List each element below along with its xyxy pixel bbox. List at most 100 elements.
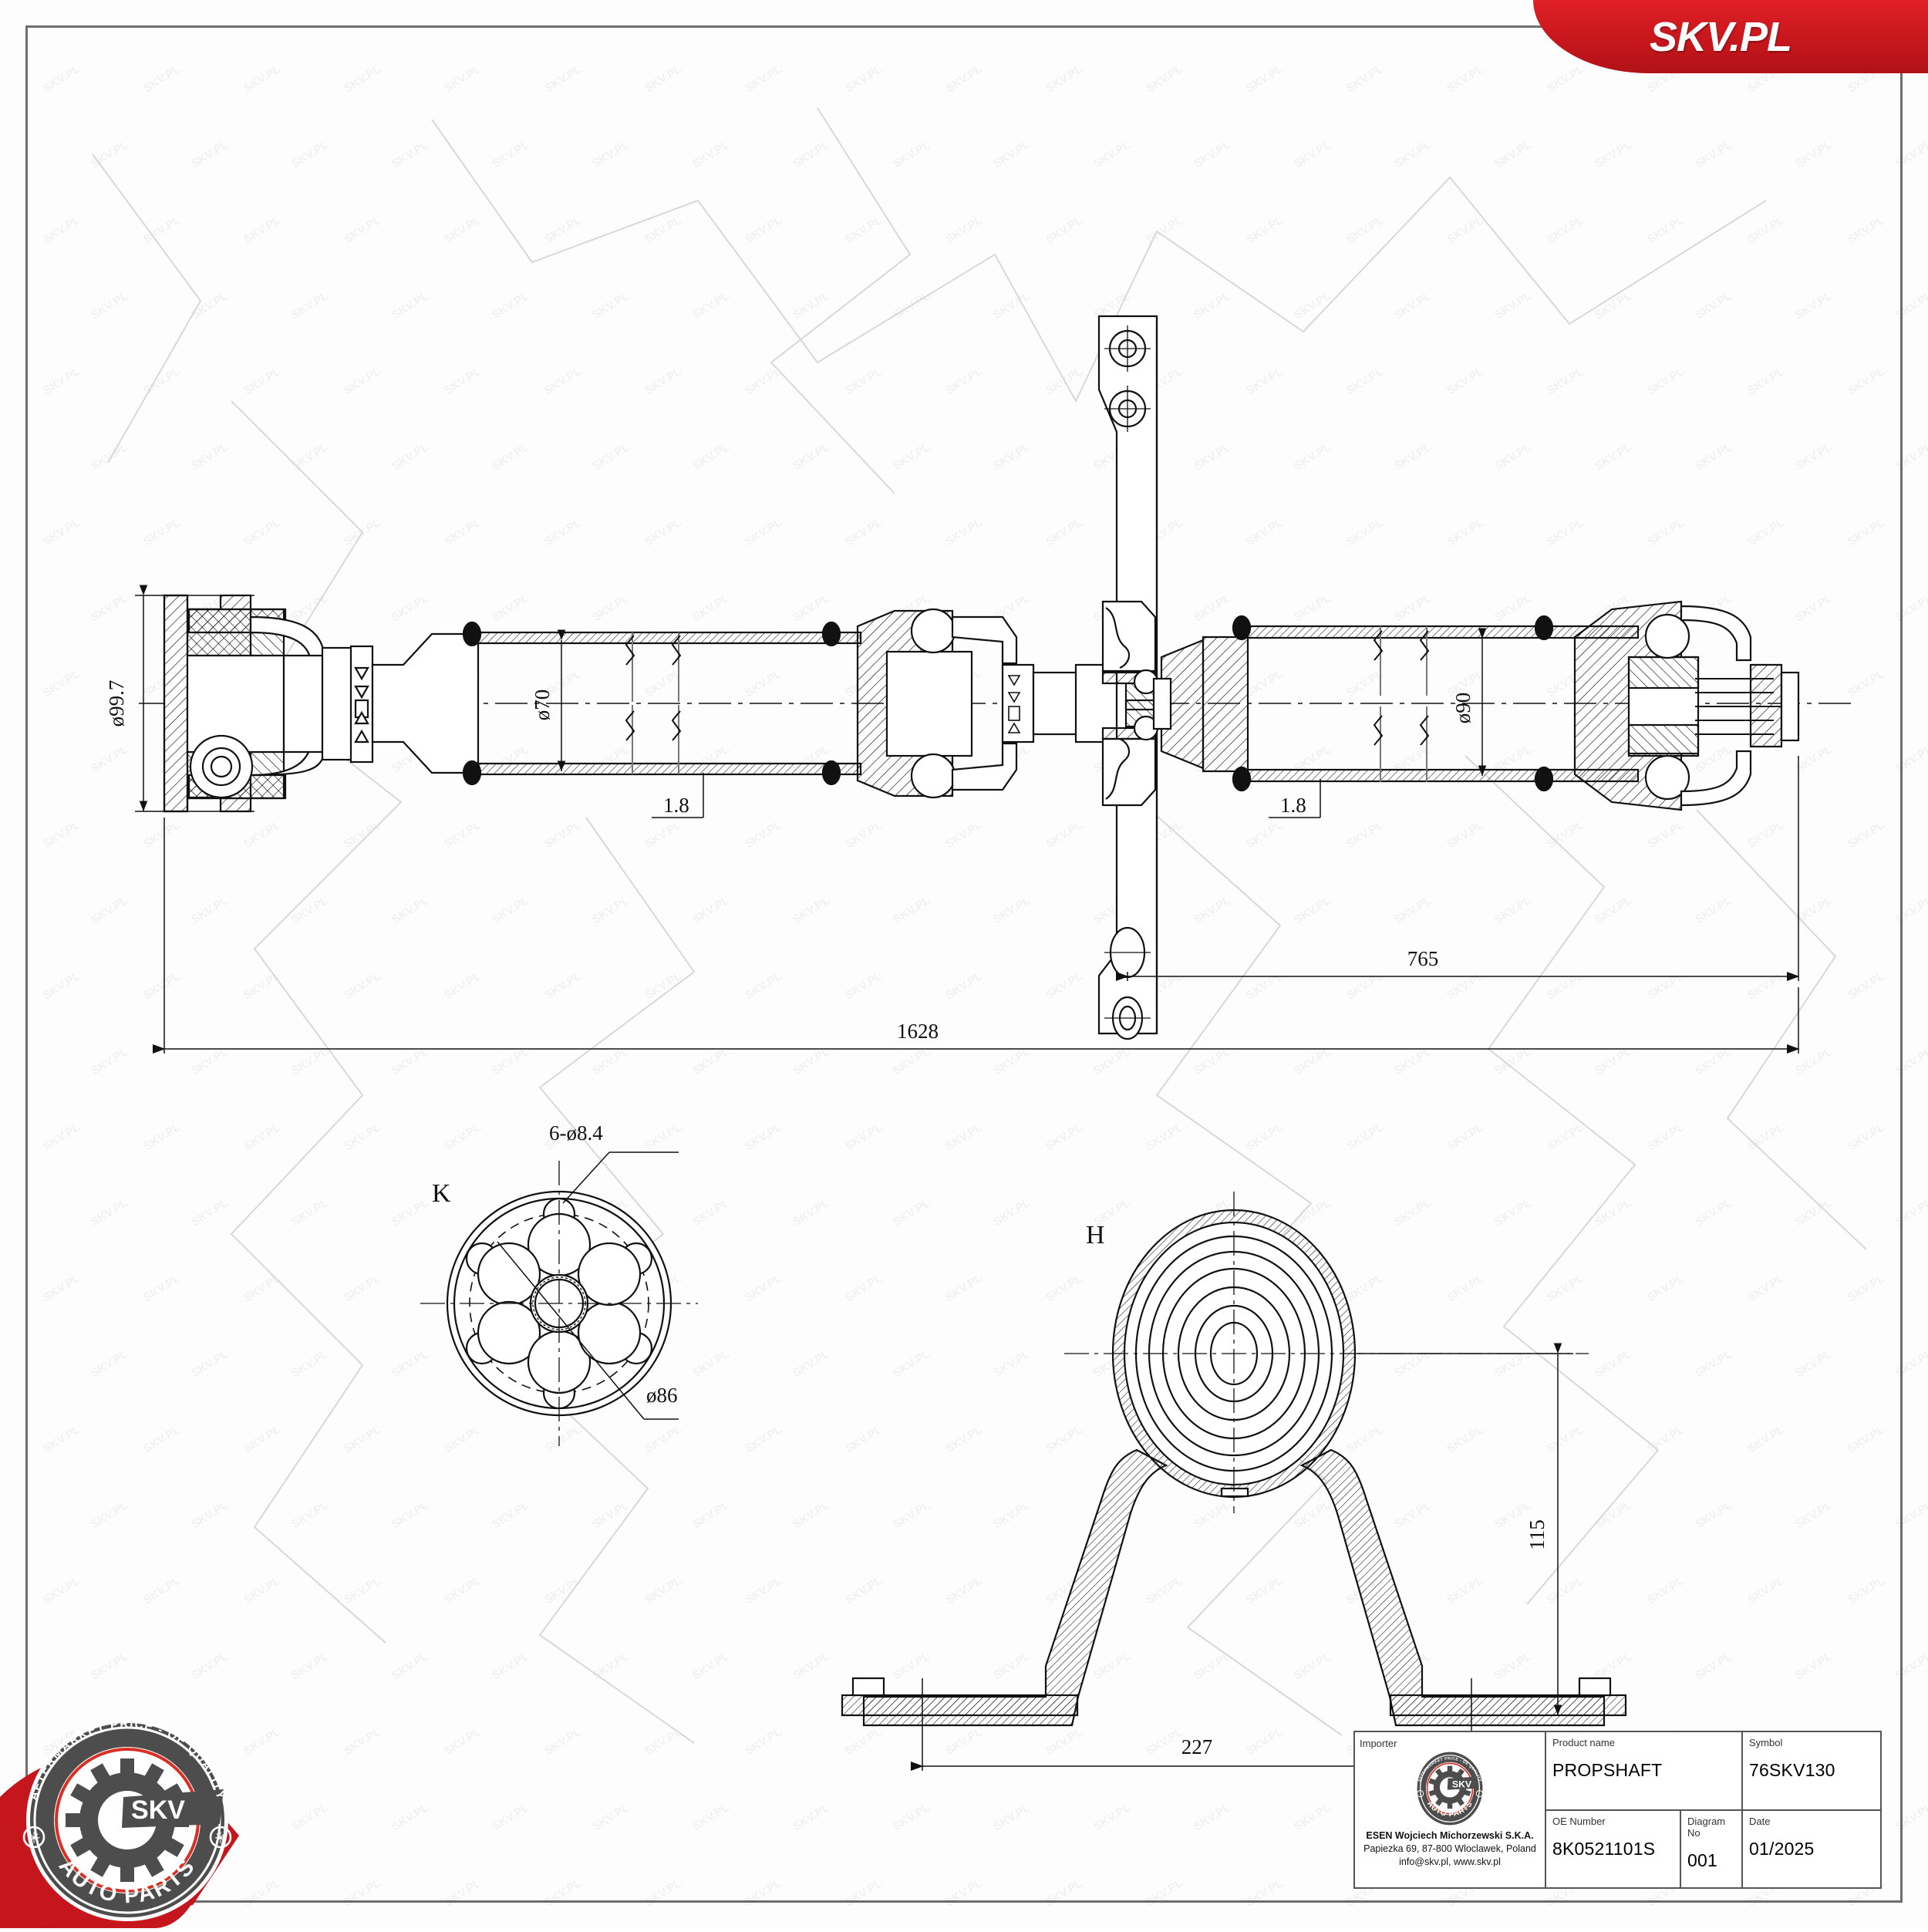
svg-text:SKV.PL: SKV.PL [1144,1876,1185,1909]
svg-text:SKV.PL: SKV.PL [442,1876,484,1909]
svg-text:SKV.PL: SKV.PL [1392,1196,1434,1229]
svg-text:SKV.PL: SKV.PL [41,1423,83,1455]
svg-text:SKV.PL: SKV.PL [289,1045,331,1077]
svg-text:SKV.PL: SKV.PL [943,1574,985,1607]
svg-text:SKV.PL: SKV.PL [1144,62,1185,95]
svg-text:SKV.PL: SKV.PL [141,969,183,1002]
svg-text:SKV.PL: SKV.PL [141,1423,183,1455]
svg-text:SKV.PL: SKV.PL [590,592,632,624]
svg-text:SKV.PL: SKV.PL [1192,1801,1233,1833]
svg-text:SKV.PL: SKV.PL [1244,1121,1286,1153]
svg-text:SKV.PL: SKV.PL [891,1347,932,1380]
svg-text:SKV.PL: SKV.PL [1545,1121,1586,1153]
svg-text:SKV.PL: SKV.PL [189,1045,231,1077]
svg-text:SKV.PL: SKV.PL [1144,1574,1185,1607]
svg-text:SKV.PL: SKV.PL [1244,969,1286,1002]
svg-text:SKV.PL: SKV.PL [1645,1423,1687,1455]
svg-text:SKV.PL: SKV.PL [1192,894,1233,926]
svg-text:SKV.PL: SKV.PL [1793,592,1835,624]
svg-text:SKV.PL: SKV.PL [1893,1347,1928,1380]
importer-contact: info@skv.pl, www.skv.pl [1399,1856,1501,1867]
symbol-cell: Symbol 76SKV130 [1743,1732,1880,1809]
svg-text:SKV.PL: SKV.PL [542,1574,584,1607]
svg-text:SKV.PL: SKV.PL [41,1272,83,1304]
svg-text:SKV.PL: SKV.PL [442,1423,484,1455]
svg-text:SKV.PL: SKV.PL [690,440,732,473]
front-tube [462,621,862,786]
svg-text:SKV.PL: SKV.PL [590,1499,632,1531]
svg-text:SKV.PL: SKV.PL [1444,516,1486,548]
svg-text:SKV.PL: SKV.PL [442,818,484,851]
svg-text:SKV.PL: SKV.PL [1444,818,1486,851]
svg-text:SKV.PL: SKV.PL [590,894,632,926]
svg-text:SKV.PL: SKV.PL [1845,365,1887,397]
svg-text:SKV.PL: SKV.PL [1392,1045,1434,1077]
svg-text:SKV.PL: SKV.PL [1793,138,1835,170]
svg-text:SKV.PL: SKV.PL [991,440,1033,473]
svg-text:SKV.PL: SKV.PL [1392,440,1434,473]
svg-text:SKV.PL: SKV.PL [1845,516,1887,548]
svg-text:SKV.PL: SKV.PL [1292,592,1333,624]
svg-text:SKV.PL: SKV.PL [1492,592,1534,624]
svg-text:SKV.PL: SKV.PL [1244,1725,1286,1758]
svg-text:SKV.PL: SKV.PL [1545,969,1586,1002]
svg-text:SKV.PL: SKV.PL [743,1423,784,1455]
svg-text:SKV.PL: SKV.PL [1693,1045,1734,1077]
svg-text:SKV.PL: SKV.PL [1893,440,1928,473]
svg-text:SKV.PL: SKV.PL [891,1196,932,1229]
svg-text:SKV.PL: SKV.PL [642,365,684,397]
svg-text:SKV.PL: SKV.PL [542,516,584,548]
svg-text:SKV.PL: SKV.PL [342,214,383,246]
svg-text:SKV.PL: SKV.PL [490,894,531,926]
svg-text:SKV.PL: SKV.PL [1492,138,1534,170]
svg-text:SKV.PL: SKV.PL [141,1121,183,1153]
svg-text:SKV.PL: SKV.PL [241,1423,283,1455]
svg-text:SKV.PL: SKV.PL [590,1801,632,1833]
svg-text:SKV.PL: SKV.PL [943,818,985,851]
svg-text:SKV.PL: SKV.PL [289,289,331,322]
svg-text:SKV.PL: SKV.PL [1444,1574,1486,1607]
svg-text:SKV.PL: SKV.PL [41,1121,83,1153]
svg-text:SKV.PL: SKV.PL [790,1347,832,1380]
svg-text:SKV.PL: SKV.PL [690,592,732,624]
svg-text:SKV.PL: SKV.PL [442,1121,484,1153]
svg-text:SKV.PL: SKV.PL [1893,1801,1928,1833]
svg-text:SKV.PL: SKV.PL [289,138,331,170]
svg-text:SKV.PL: SKV.PL [843,1272,885,1304]
svg-text:SKV.PL: SKV.PL [1043,1876,1085,1909]
auto-parts-badge: SKV AFTERMARKET PRICE - OE QUALITY AUTO … [0,1689,254,1928]
svg-text:SKV.PL: SKV.PL [389,894,431,926]
svg-text:SKV.PL: SKV.PL [1645,516,1687,548]
svg-text:SKV.PL: SKV.PL [89,1045,130,1077]
svg-text:SKV.PL: SKV.PL [241,1272,283,1304]
svg-text:SKV.PL: SKV.PL [41,969,83,1002]
svg-text:SKV.PL: SKV.PL [790,289,832,322]
leader-bolt-circle [497,1241,679,1420]
svg-text:SKV.PL: SKV.PL [891,894,932,926]
svg-text:SKV.PL: SKV.PL [743,1574,784,1607]
svg-text:SKV.PL: SKV.PL [1545,818,1586,851]
svg-text:SKV.PL: SKV.PL [1392,1499,1434,1531]
svg-text:SKV.PL: SKV.PL [1444,1121,1486,1153]
svg-text:SKV.PL: SKV.PL [1745,1272,1787,1304]
svg-text:SKV.PL: SKV.PL [1344,667,1386,700]
diagram-no-value: 001 [1687,1849,1717,1870]
svg-text:SKV.PL: SKV.PL [1845,969,1887,1002]
svg-text:SKV.PL: SKV.PL [1745,818,1787,851]
svg-text:SKV.PL: SKV.PL [389,440,431,473]
svg-text:SKV.PL: SKV.PL [41,818,83,851]
svg-text:SKV.PL: SKV.PL [1593,1347,1634,1380]
svg-text:SKV.PL: SKV.PL [1793,894,1835,926]
svg-text:SKV.PL: SKV.PL [690,894,732,926]
svg-text:SKV.PL: SKV.PL [1144,214,1185,246]
svg-text:SKV.PL: SKV.PL [1344,214,1386,246]
svg-text:SKV.PL: SKV.PL [241,818,283,851]
svg-text:SKV.PL: SKV.PL [241,214,283,246]
date-label: Date [1749,1815,1771,1827]
svg-text:SKV.PL: SKV.PL [1845,1423,1887,1455]
svg-text:SKV.PL: SKV.PL [1693,440,1734,473]
svg-text:SKV.PL: SKV.PL [1043,969,1085,1002]
svg-text:SKV.PL: SKV.PL [743,214,784,246]
svg-text:SKV.PL: SKV.PL [1344,1272,1386,1304]
